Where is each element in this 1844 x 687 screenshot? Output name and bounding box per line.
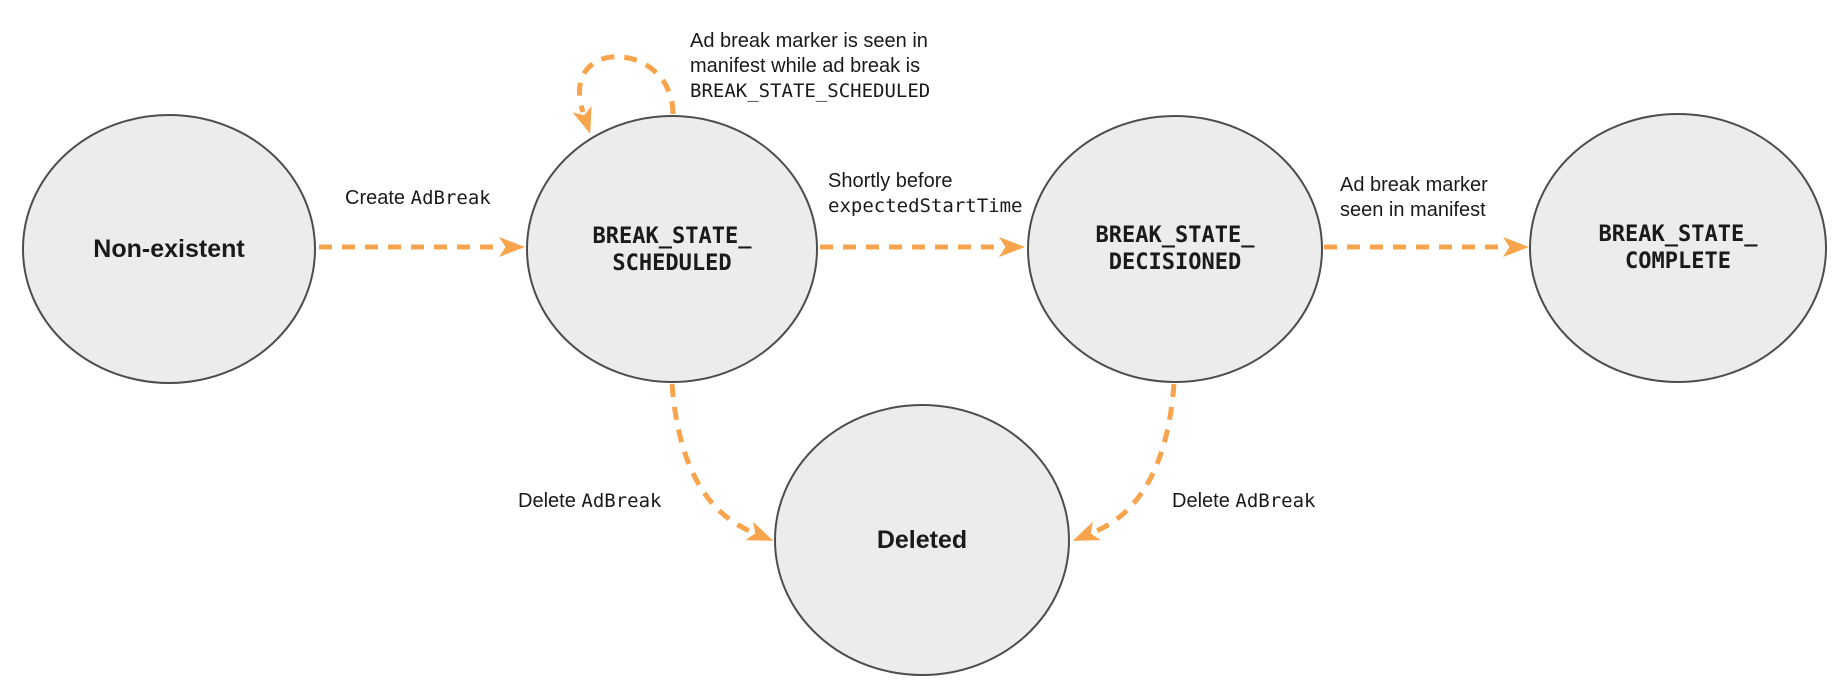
edge-create-text: Create: [345, 187, 406, 209]
edge-self-loop-code: BREAK_STATE_SCHEDULED: [690, 80, 931, 102]
edge-self-loop-line2: manifest while ad break is: [690, 55, 921, 77]
node-break-state-scheduled-circle: [526, 115, 818, 383]
edge-label-shortly-before: Shortly before expectedStartTime: [828, 169, 1022, 219]
node-deleted-circle: [774, 404, 1070, 676]
edge-label-marker-seen: Ad break marker seen in manifest: [1340, 173, 1488, 223]
edge-complete-line2: seen in manifest: [1340, 199, 1486, 221]
edge-delete-left-text: Delete: [518, 490, 576, 512]
edge-complete-line1: Ad break marker: [1340, 174, 1488, 196]
edge-delete-from-scheduled-arrow: [669, 383, 774, 541]
edge-create-code: AdBreak: [410, 187, 491, 209]
edge-self-loop-line1: Ad break marker is seen in: [690, 30, 928, 52]
edge-delete-left-code: AdBreak: [581, 490, 662, 512]
edge-decision-line1: Shortly before: [828, 170, 953, 192]
edge-delete-right-text: Delete: [1172, 490, 1230, 512]
edge-self-loop-arrow: [572, 54, 676, 134]
edge-delete-from-decisioned-arrow: [1072, 383, 1177, 541]
node-non-existent-circle: [22, 114, 316, 384]
node-break-state-decisioned-circle: [1027, 115, 1323, 383]
edge-decision-code: expectedStartTime: [828, 195, 1023, 217]
edge-delete-right-code: AdBreak: [1235, 490, 1316, 512]
edge-label-self-loop: Ad break marker is seen in manifest whil…: [690, 29, 930, 104]
node-break-state-complete-circle: [1529, 113, 1827, 383]
